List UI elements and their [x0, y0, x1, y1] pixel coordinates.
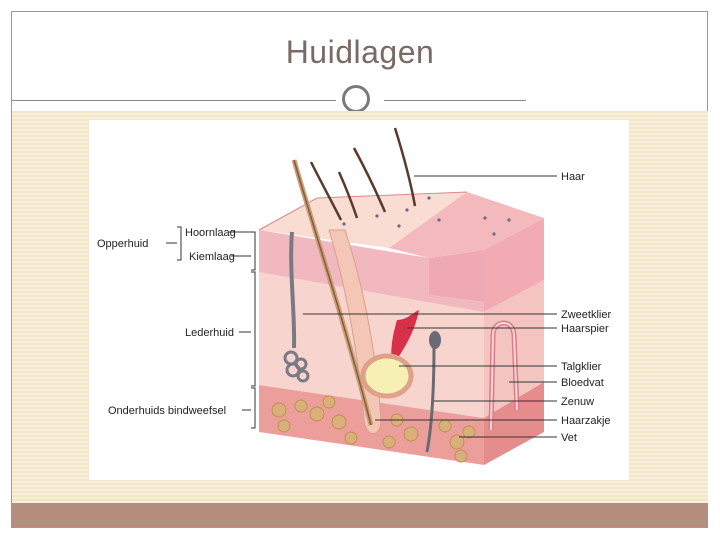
label-opperhuid: Opperhuid [97, 238, 148, 250]
label-zenuw: Zenuw [561, 396, 594, 408]
surface-hair-3 [352, 147, 387, 213]
right-leader-lines [303, 175, 557, 438]
pores [342, 196, 511, 236]
blood-vessel-inner [490, 322, 518, 431]
title-rule-right [384, 100, 526, 101]
title-rule-left [12, 100, 336, 101]
label-haar: Haar [561, 171, 585, 183]
sebaceous-gland [360, 353, 414, 399]
arrector-muscle [391, 310, 419, 365]
label-zweetklier: Zweetklier [561, 309, 611, 321]
label-vet: Vet [561, 432, 577, 444]
skin-diagram: Opperhuid Hoornlaag Kiemlaag Lederhuid O… [89, 120, 629, 480]
left-brackets [166, 226, 256, 429]
slide-title: Huidlagen [285, 34, 435, 70]
epidermis-step [429, 250, 484, 302]
nerve-line [425, 344, 436, 453]
label-talgklier: Talgklier [561, 361, 602, 373]
label-haarspier: Haarspier [561, 323, 609, 335]
fat-cells [271, 395, 476, 463]
hair-shaft-core [293, 159, 372, 426]
footer-bar [12, 503, 708, 527]
top-edge [258, 191, 468, 231]
epidermis-front [259, 230, 484, 312]
label-kiemlaag: Kiemlaag [189, 251, 235, 263]
nerve-ending [429, 331, 441, 349]
hoornlaag-top-right [389, 192, 544, 258]
sweat-gland-coil [283, 350, 310, 383]
right-side-subcutis [484, 382, 544, 465]
right-side-face [484, 218, 544, 312]
surface-hair-2 [337, 171, 359, 219]
skin-diagram-svg: Opperhuid Hoornlaag Kiemlaag Lederhuid O… [97, 127, 611, 465]
surface-hair-4 [393, 127, 417, 207]
label-bloedvat: Bloedvat [561, 377, 604, 389]
label-hoornlaag: Hoornlaag [185, 227, 236, 239]
label-haarzakje: Haarzakje [561, 415, 611, 427]
label-onderhuids-bindweefsel: Onderhuids bindweefsel [108, 405, 226, 417]
sweat-duct [289, 231, 297, 349]
surface-hair-1 [309, 161, 343, 221]
label-lederhuid: Lederhuid [185, 327, 234, 339]
